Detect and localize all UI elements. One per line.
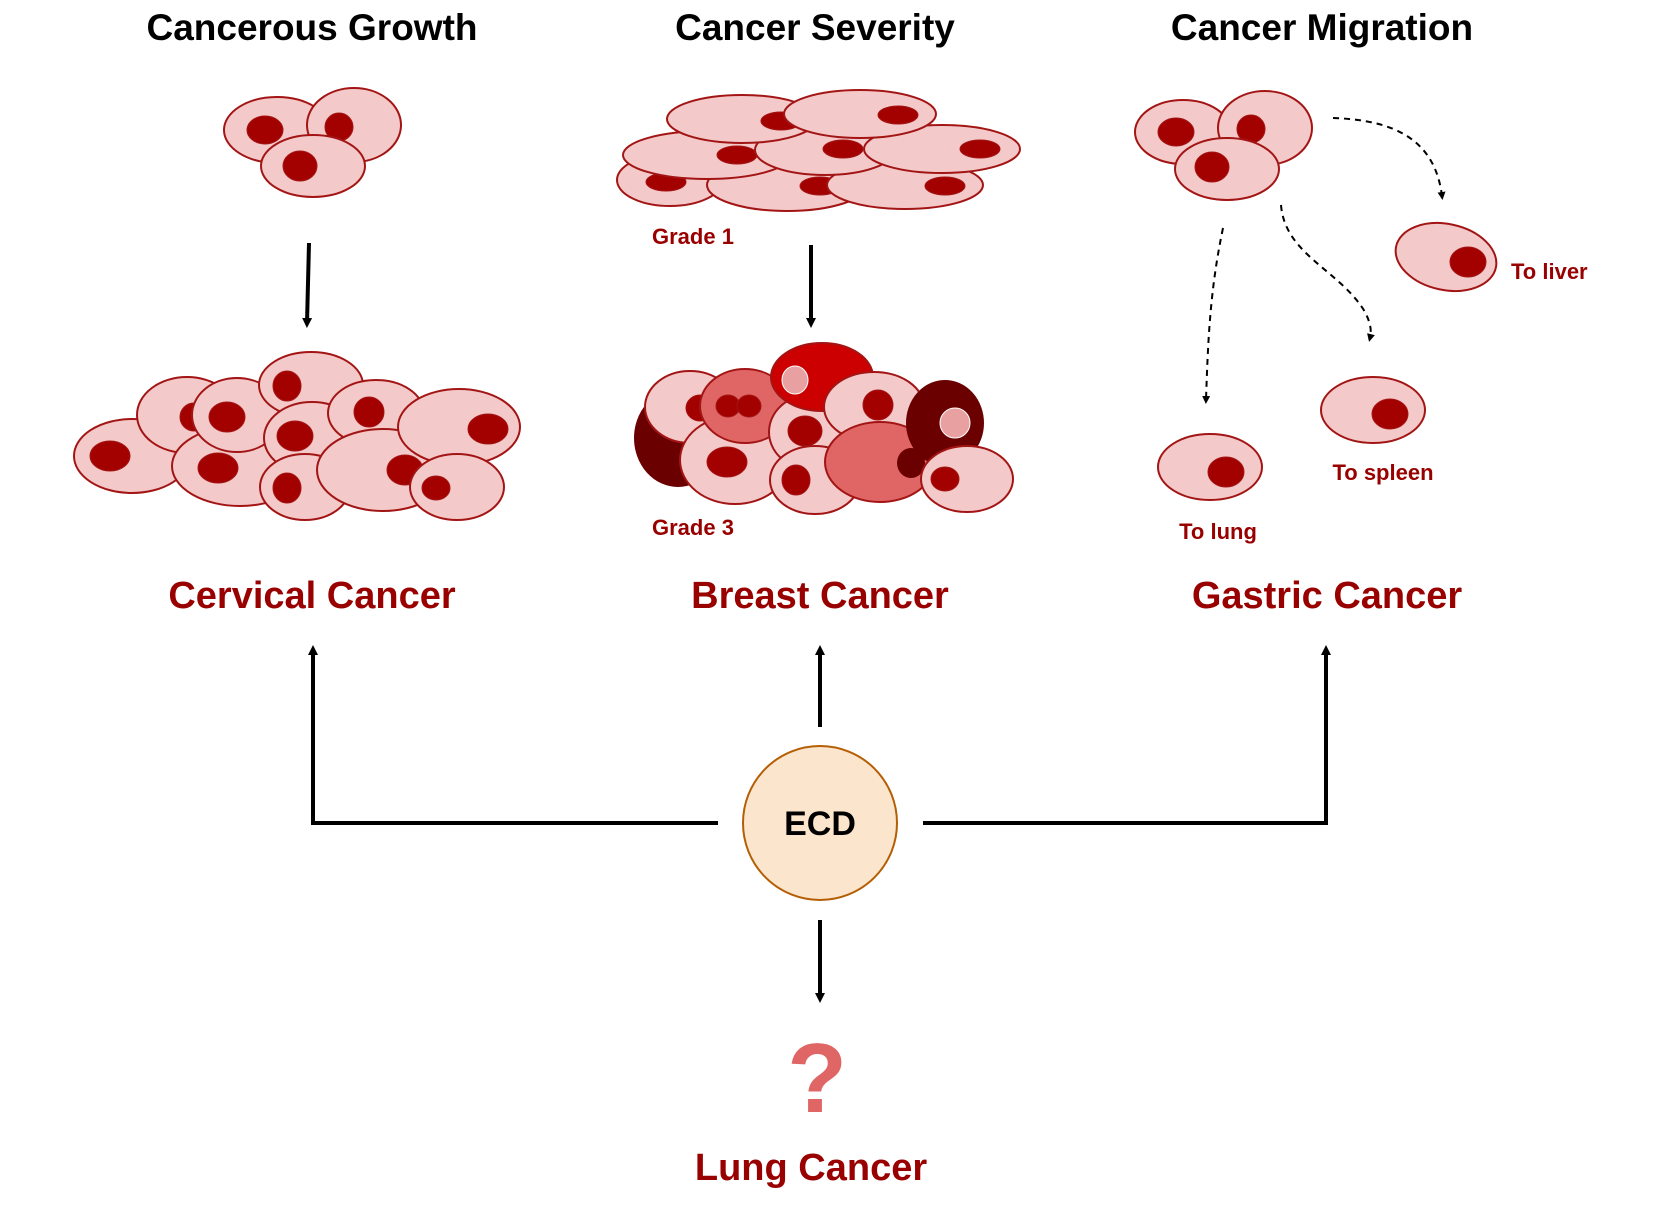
primary-tumor-cluster-migration	[1134, 90, 1313, 201]
grade-3-cell-cluster	[634, 342, 1014, 515]
question-mark: ?	[787, 1023, 847, 1133]
label-breast-cancer: Breast Cancer	[691, 575, 949, 617]
label-lung-cancer: Lung Cancer	[695, 1147, 927, 1189]
label-to-liver: To liver	[1511, 259, 1588, 284]
header-cancer-migration: Cancer Migration	[1171, 7, 1473, 48]
label-cervical-cancer: Cervical Cancer	[168, 575, 455, 617]
label-grade-1: Grade 1	[652, 224, 734, 249]
label-grade-3: Grade 3	[652, 515, 734, 540]
dashed-path-to-liver	[1332, 117, 1446, 200]
ecd-label: ECD	[784, 805, 856, 843]
migrated-cell-lung	[1157, 433, 1263, 501]
ecd-node	[742, 745, 898, 901]
label-gastric-cancer: Gastric Cancer	[1192, 575, 1463, 617]
dashed-path-to-lung	[1202, 227, 1224, 404]
arrow-growth-down	[302, 242, 313, 328]
migrated-cell-spleen	[1320, 376, 1426, 444]
dashed-path-to-spleen	[1280, 204, 1375, 342]
arrow-ecd-to-cervical	[308, 645, 718, 825]
grade-1-cell-cluster	[616, 89, 1021, 212]
label-to-lung: To lung	[1179, 519, 1257, 544]
header-cancer-severity: Cancer Severity	[675, 7, 955, 48]
large-cell-cluster-growth	[73, 351, 521, 521]
migrated-cell-liver	[1394, 222, 1498, 292]
label-to-spleen: To spleen	[1332, 460, 1433, 485]
small-cell-cluster-growth	[223, 87, 402, 198]
arrow-ecd-to-gastric	[923, 645, 1331, 825]
header-cancerous-growth: Cancerous Growth	[147, 7, 478, 48]
